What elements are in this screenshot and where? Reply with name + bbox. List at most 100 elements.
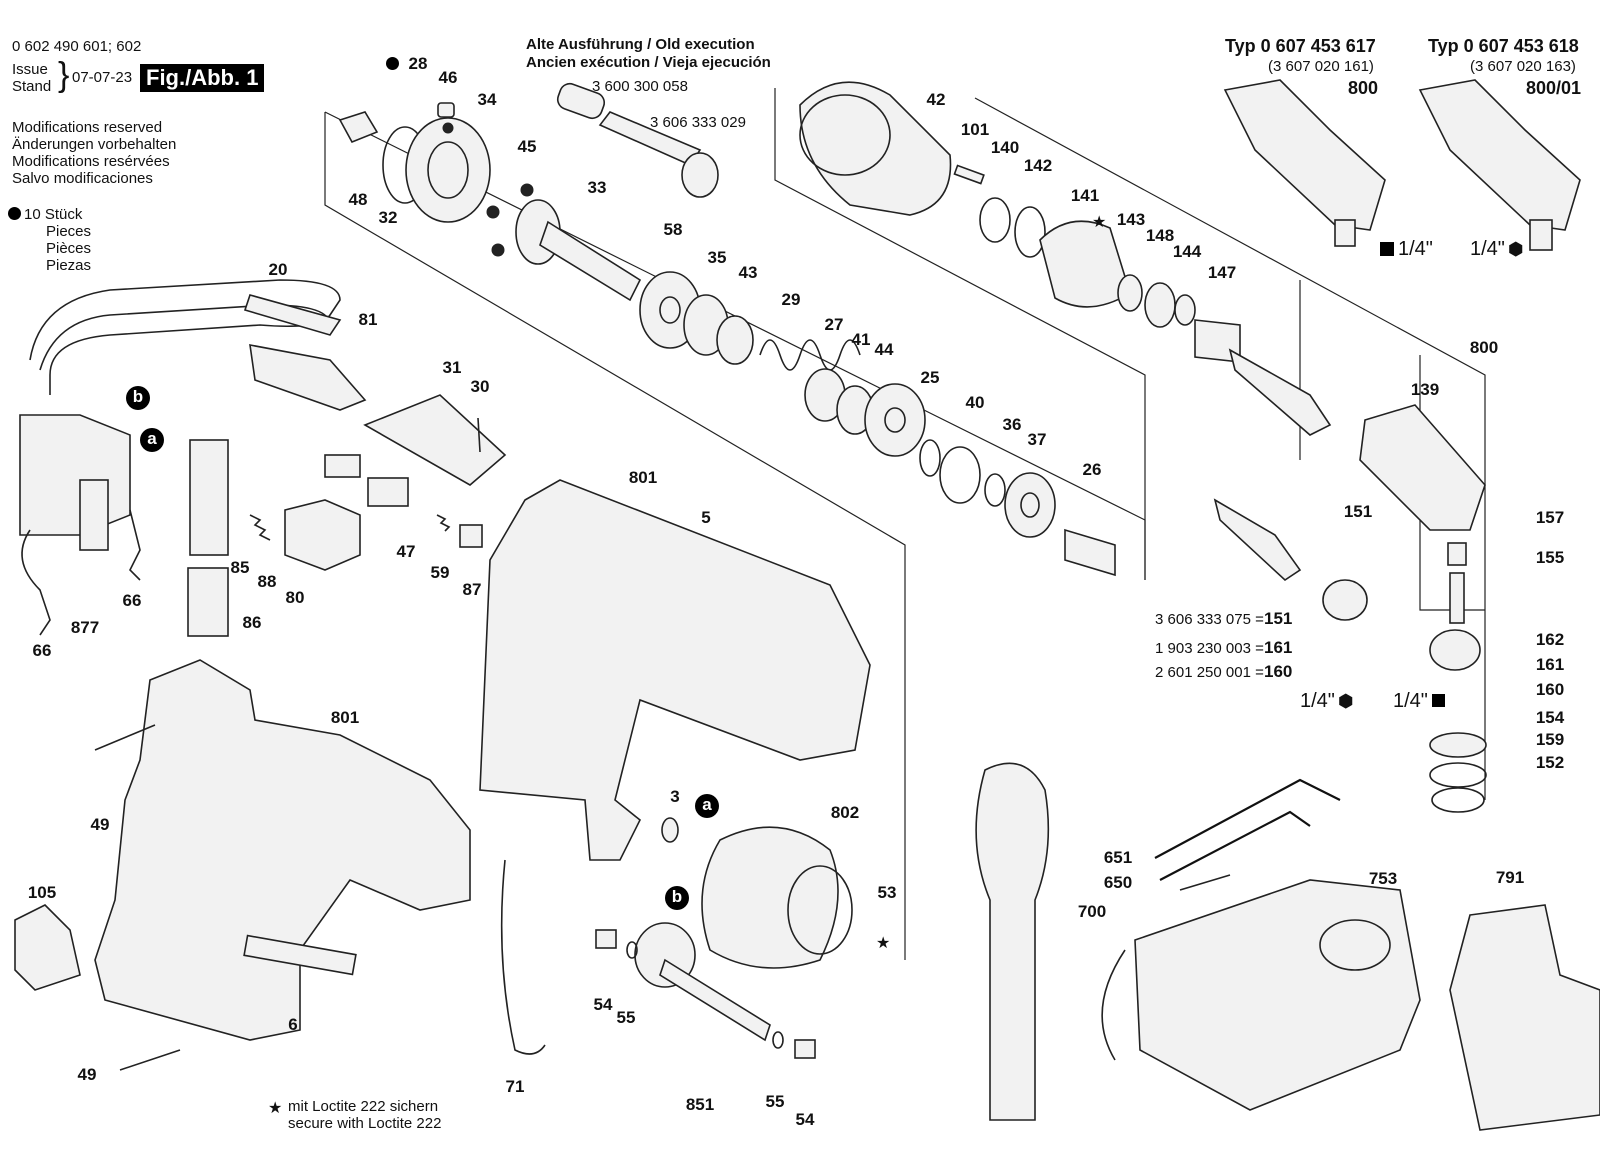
part-49-a (94, 724, 156, 751)
callout-40: 40 (965, 393, 985, 412)
part-47 (367, 477, 409, 507)
part-49-b (119, 1049, 181, 1071)
type-drive-size: 1/4" (1470, 238, 1505, 260)
callout-802: 802 (830, 803, 860, 822)
loctite-star-icon: ★ (1092, 214, 1107, 231)
type-title: Typ 0 607 453 617 (1225, 36, 1376, 56)
callout-35: 35 (707, 248, 727, 267)
part-650 (1159, 810, 1311, 881)
callout-37: 37 (1027, 430, 1047, 449)
hexagon-drive-icon: ⬢ (1507, 239, 1524, 259)
callout-80: 80 (285, 588, 305, 607)
part-34 (405, 117, 491, 223)
callout-140: 140 (990, 138, 1020, 157)
callout-36: 36 (1002, 415, 1022, 434)
part-48 (338, 111, 379, 144)
callout-877: 877 (70, 618, 100, 637)
part-bevel-gear (1429, 629, 1481, 671)
callout-41: 41 (851, 330, 871, 349)
pieces-line: Piezas (46, 257, 92, 274)
callout-29: 29 (781, 290, 801, 309)
callout-47: 47 (396, 542, 416, 561)
callout-42: 42 (926, 90, 946, 109)
callout-59: 59 (430, 563, 450, 582)
equivalence-code: 1 903 230 003 = (1155, 640, 1264, 657)
frame-line-angle-head (974, 97, 1486, 800)
part-791 (1449, 904, 1600, 1131)
callout-44: 44 (874, 340, 894, 359)
type-618-head (1418, 79, 1581, 231)
part-81 (249, 344, 367, 411)
part-37 (1004, 472, 1056, 538)
callout-139: 139 (1410, 380, 1440, 399)
pieces-line: Pièces (46, 240, 92, 257)
callout-27: 27 (824, 315, 844, 334)
old-execution-title: Ancien exécution / Vieja ejecución (526, 54, 771, 71)
part-40 (939, 446, 981, 504)
callout-651: 651 (1103, 848, 1133, 867)
callout-141: 141 (1070, 186, 1100, 205)
callout-33: 33 (587, 178, 607, 197)
part-154 (1429, 732, 1487, 758)
hex-drive-size: 1/4" (1300, 690, 1335, 712)
part-155 (1449, 572, 1465, 624)
callout-66: 66 (122, 591, 142, 610)
bullet-icon (8, 207, 21, 220)
hex-drive-label: 1/4"⬢ (1300, 690, 1354, 713)
equivalence-code: 3 606 333 075 = (1155, 611, 1264, 628)
callout-147: 147 (1207, 263, 1237, 282)
type-drive: 1/4"⬢ (1470, 238, 1524, 261)
callout-30: 30 (470, 377, 490, 396)
equivalence-part: 160 (1264, 662, 1293, 681)
type-part: 800/01 (1526, 78, 1582, 98)
callout-152: 152 (1535, 753, 1565, 772)
callout-86: 86 (242, 613, 262, 632)
callout-800: 800 (1469, 338, 1499, 357)
type-code: (3 607 020 163) (1470, 58, 1576, 75)
wire-marker-b: b (126, 386, 150, 410)
old-execution-code: 3 606 333 029 (650, 114, 746, 131)
callout-105: 105 (27, 883, 57, 902)
equivalence-part: 151 (1264, 609, 1293, 628)
type-drive: 1/4" (1380, 238, 1433, 261)
frame-line-chuck (774, 88, 1146, 580)
callout-55: 55 (765, 1092, 785, 1111)
callout-700: 700 (1077, 902, 1107, 921)
part-152 (1431, 787, 1485, 813)
part-159 (1429, 762, 1487, 788)
square-drive-icon (1380, 242, 1394, 256)
frame-line-gearbox (324, 112, 906, 960)
part-85 (189, 439, 229, 556)
callout-801: 801 (330, 708, 360, 727)
part-80 (284, 499, 361, 571)
type-title: Typ 0 607 453 618 (1428, 36, 1579, 56)
callout-45: 45 (517, 137, 537, 156)
issue-label: Issue (12, 61, 48, 78)
part-140 (979, 197, 1011, 243)
callout-157: 157 (1535, 508, 1565, 527)
wire-marker-a: a (695, 794, 719, 818)
part-88 (249, 514, 271, 541)
callout-5: 5 (701, 508, 711, 527)
part-connector (324, 454, 361, 478)
part-151 (1213, 498, 1302, 582)
fig-label: Fig./Abb. 1 (140, 64, 265, 92)
callout-28: 28 (408, 54, 428, 73)
wire-marker-b: b (665, 886, 689, 910)
callout-58: 58 (663, 220, 683, 239)
callout-55: 55 (616, 1008, 636, 1027)
part-3 (661, 817, 679, 843)
callout-155: 155 (1535, 548, 1565, 567)
callout-25: 25 (920, 368, 940, 387)
part-42 (799, 81, 952, 216)
callout-6: 6 (288, 1015, 298, 1034)
part-55-b (772, 1031, 784, 1049)
part-55-a (626, 941, 638, 959)
part-71 (500, 859, 546, 1055)
callout-46: 46 (438, 68, 458, 87)
part-gear-lower (1322, 579, 1368, 621)
callout-162: 162 (1535, 630, 1565, 649)
wire-marker-a: a (140, 428, 164, 452)
callout-142: 142 (1023, 156, 1053, 175)
